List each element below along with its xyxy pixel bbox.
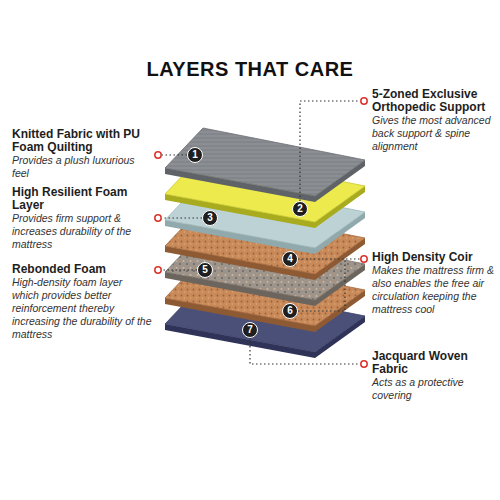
- leader-dot: [155, 215, 161, 221]
- callout-text: Knitted Fabric with PU Foam QuiltingProv…: [12, 128, 152, 180]
- diagram-title: LAYERS THAT CARE: [0, 58, 500, 81]
- layer-name: 5-Zoned Exclusive Orthopedic Support: [372, 88, 494, 114]
- layer-description: Acts as a protective covering: [372, 376, 494, 402]
- callout-number-text: 7: [247, 325, 253, 335]
- leader-dot: [155, 152, 161, 158]
- leader-line: [298, 259, 345, 311]
- leader-dot: [361, 98, 367, 104]
- layer-description: Provides firm support & increases durabi…: [12, 212, 152, 251]
- leader-line: [300, 101, 360, 201]
- callout-number: 5: [197, 262, 213, 278]
- callout-number-text: 6: [287, 306, 293, 316]
- callout-number: 2: [292, 201, 308, 217]
- layer-name: High Density Coir: [372, 251, 494, 264]
- leader-dot: [361, 361, 367, 367]
- layer-description: Provides a plush luxurious feel: [12, 154, 152, 180]
- callout-number-text: 3: [207, 213, 213, 223]
- leader-line: [298, 258, 360, 259]
- layer-description: Gives the most advanced back support & s…: [372, 114, 494, 153]
- callout-text: High Resilient Foam LayerProvides firm s…: [12, 186, 152, 251]
- leader-line: [162, 217, 202, 218]
- leader-line: [162, 269, 197, 270]
- leader-line: [250, 338, 360, 364]
- callout-number: 7: [242, 322, 258, 338]
- callout-number-text: 4: [287, 254, 293, 264]
- callout-number-text: 5: [202, 265, 208, 275]
- callout-text: Jacquard Woven FabricActs as a protectiv…: [372, 350, 494, 402]
- callout-text: 5-Zoned Exclusive Orthopedic SupportGive…: [372, 88, 494, 153]
- layer-description: High-density foam layer which provides b…: [12, 276, 152, 341]
- callout-number-text: 2: [297, 204, 303, 214]
- callout-number: 6: [282, 303, 298, 319]
- leader-dot: [361, 256, 367, 262]
- layer-name: Jacquard Woven Fabric: [372, 350, 494, 376]
- layer-description: Makes the mattress firm & also enables t…: [372, 264, 494, 316]
- knitted-layer: [165, 128, 365, 196]
- callout-text: Rebonded FoamHigh-density foam layer whi…: [12, 263, 152, 341]
- callout-number-text: 1: [192, 150, 198, 160]
- layer-name: Knitted Fabric with PU Foam Quilting: [12, 128, 152, 154]
- callout-text: High Density CoirMakes the mattress firm…: [372, 251, 494, 316]
- leader-line: [162, 154, 187, 155]
- layer-name: High Resilient Foam Layer: [12, 186, 152, 212]
- layer-name: Rebonded Foam: [12, 263, 152, 276]
- callout-number: 1: [187, 147, 203, 163]
- leader-dot: [155, 267, 161, 273]
- callout-number: 3: [202, 210, 218, 226]
- callout-number: 4: [282, 251, 298, 267]
